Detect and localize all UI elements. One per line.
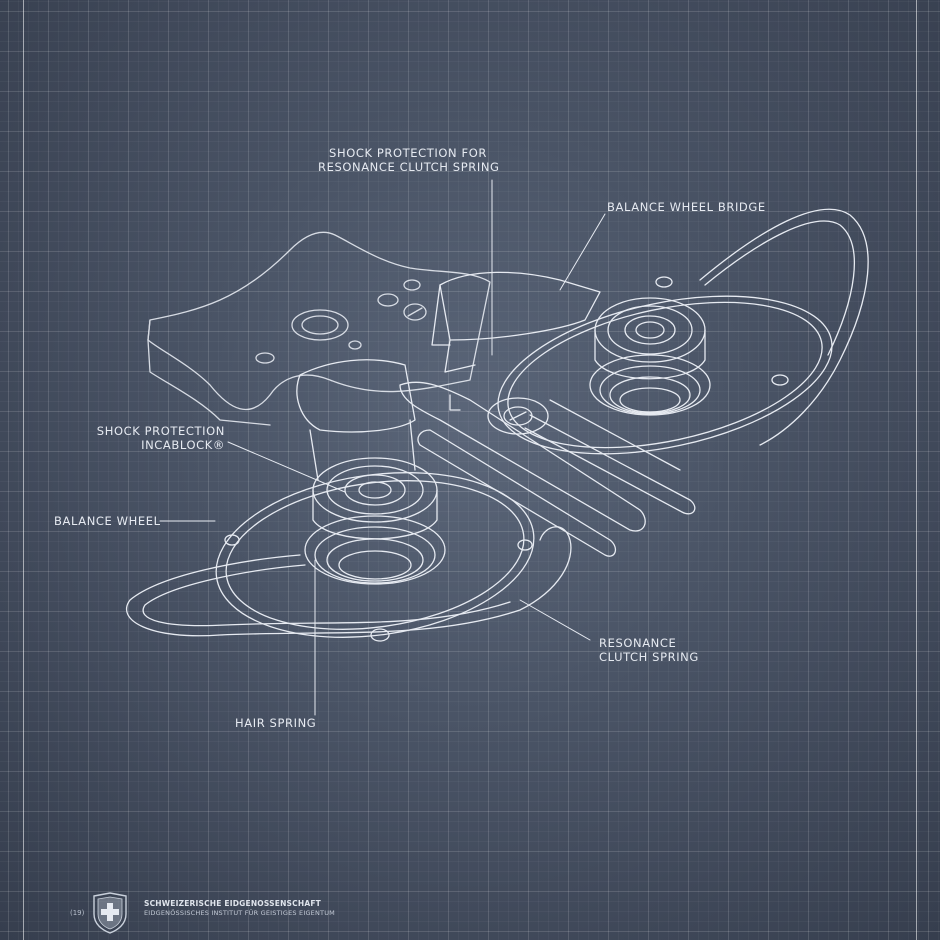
label-line: SHOCK PROTECTION: [96, 424, 225, 438]
swiss-cross-shield-icon: [93, 892, 127, 934]
label-resonance-clutch-spring: RESONANCE CLUTCH SPRING: [599, 636, 699, 664]
leader-lines: [159, 179, 606, 716]
label-line: INCABLOCK®: [141, 438, 225, 452]
label-balance-wheel-bridge: BALANCE WHEEL BRIDGE: [607, 200, 766, 214]
label-line: RESONANCE CLUTCH SPRING: [318, 160, 500, 174]
label-shock-protection-incablock: SHOCK PROTECTION INCABLOCK®: [90, 424, 225, 452]
left-balance-assembly: [125, 359, 572, 642]
bridge-plate: [147, 231, 491, 426]
label-balance-wheel: BALANCE WHEEL: [54, 514, 161, 528]
label-line: CLUTCH SPRING: [599, 650, 699, 664]
clutch-levers: [399, 381, 696, 557]
footer-number: (19): [70, 909, 85, 917]
left-border-line: [23, 0, 24, 940]
leader-balance-wheel-bridge: [559, 213, 606, 291]
right-border-line: [916, 0, 917, 940]
balance-wheel-bridge-shape: [431, 271, 601, 373]
label-line: RESONANCE: [599, 636, 677, 650]
footer-org: SCHWEIZERISCHE EIDGENOSSENSCHAFT: [144, 899, 321, 908]
label-hair-spring: HAIR SPRING: [235, 716, 317, 730]
leader-incablock: [227, 441, 346, 493]
label-line: SHOCK PROTECTION FOR: [329, 146, 487, 160]
footer-institute: EIDGENÖSSISCHES INSTITUT FÜR GEISTIGES E…: [144, 909, 335, 917]
label-shock-protection-clutch: SHOCK PROTECTION FOR RESONANCE CLUTCH SP…: [318, 146, 500, 174]
right-balance-assembly: [497, 208, 869, 455]
leader-resonance-clutch: [519, 599, 591, 641]
